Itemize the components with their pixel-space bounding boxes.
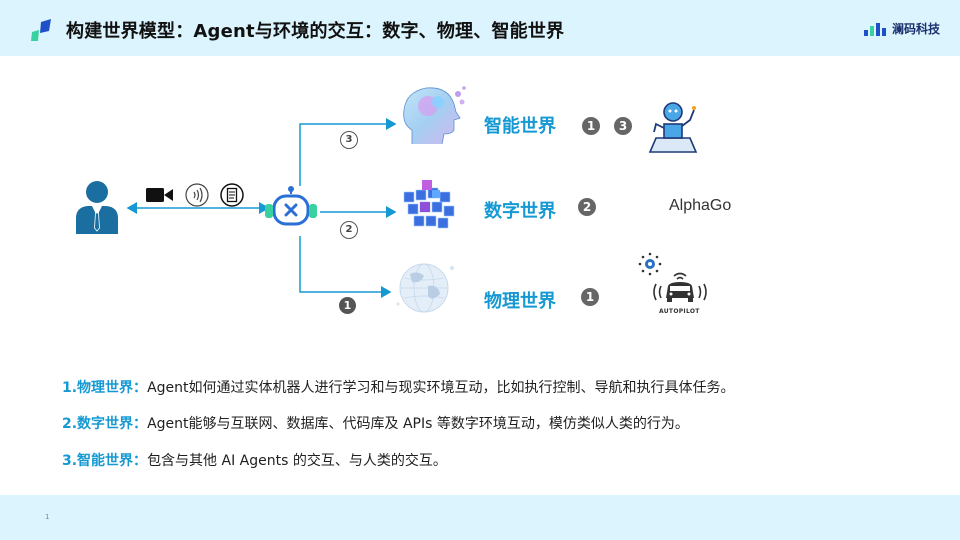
- brand-name: 澜码科技: [891, 22, 940, 36]
- world-model-diagram: 3 2 1: [0, 56, 960, 356]
- description-key: 2.数字世界：: [62, 416, 148, 432]
- brand: 澜码科技: [863, 20, 940, 37]
- person-icon: [76, 181, 118, 234]
- connector-lines: [126, 118, 397, 298]
- badge-2: 2: [578, 198, 596, 216]
- path-number-3: 3: [340, 131, 358, 149]
- description-text: 包含与其他 AI Agents 的交互、与人类的交互。: [147, 453, 447, 469]
- page-number: 1: [45, 513, 50, 521]
- alphago-label: AlphaGo: [669, 197, 732, 214]
- path-number-2: 2: [340, 221, 358, 239]
- path-number-1: 1: [339, 297, 356, 314]
- autopilot-car-icon: [653, 272, 707, 302]
- description-physical: 1.物理世界：Agent如何通过实体机器人进行学习和与现实环境互动，比如执行控制…: [62, 377, 735, 397]
- header-bar: 构建世界模型：Agent与环境的交互：数字、物理、智能世界 澜码科技: [0, 0, 960, 56]
- label-physical-world: 物理世界: [484, 291, 556, 312]
- robot-icon: [648, 102, 698, 153]
- label-digital-world: 数字世界: [484, 201, 556, 222]
- data-cubes-icon: [403, 180, 455, 229]
- description-text: Agent如何通过实体机器人进行学习和与现实环境互动，比如执行控制、导航和执行具…: [147, 380, 735, 396]
- label-intelligent-world: 智能世界: [484, 116, 556, 137]
- badge-1-physical: 1: [581, 288, 599, 306]
- description-digital: 2.数字世界：Agent能够与互联网、数据库、代码库及 APIs 等数字环境互动…: [62, 413, 689, 433]
- page-title: 构建世界模型：Agent与环境的交互：数字、物理、智能世界: [66, 21, 565, 42]
- brand-logo-icon: [863, 22, 886, 36]
- document-icon: [220, 183, 244, 207]
- alphago-logo: [638, 252, 662, 276]
- logo-icon: [31, 19, 51, 41]
- globe-icon: [396, 263, 454, 313]
- robot-face-icon: [265, 186, 317, 226]
- badge-3: 3: [614, 117, 632, 135]
- description-text: Agent能够与互联网、数据库、代码库及 APIs 等数字环境互动，模仿类似人类…: [147, 416, 689, 432]
- autopilot-label: AUTOPILOT: [659, 308, 700, 315]
- badge-1: 1: [582, 117, 600, 135]
- audio-icon: [185, 183, 209, 207]
- ai-head-icon: [403, 86, 466, 145]
- video-camera-icon: [146, 188, 173, 202]
- footer-bar: 1: [0, 495, 960, 540]
- description-intelligent: 3.智能世界：包含与其他 AI Agents 的交互、与人类的交互。: [62, 450, 447, 470]
- description-key: 3.智能世界：: [62, 453, 148, 469]
- description-key: 1.物理世界：: [62, 380, 148, 396]
